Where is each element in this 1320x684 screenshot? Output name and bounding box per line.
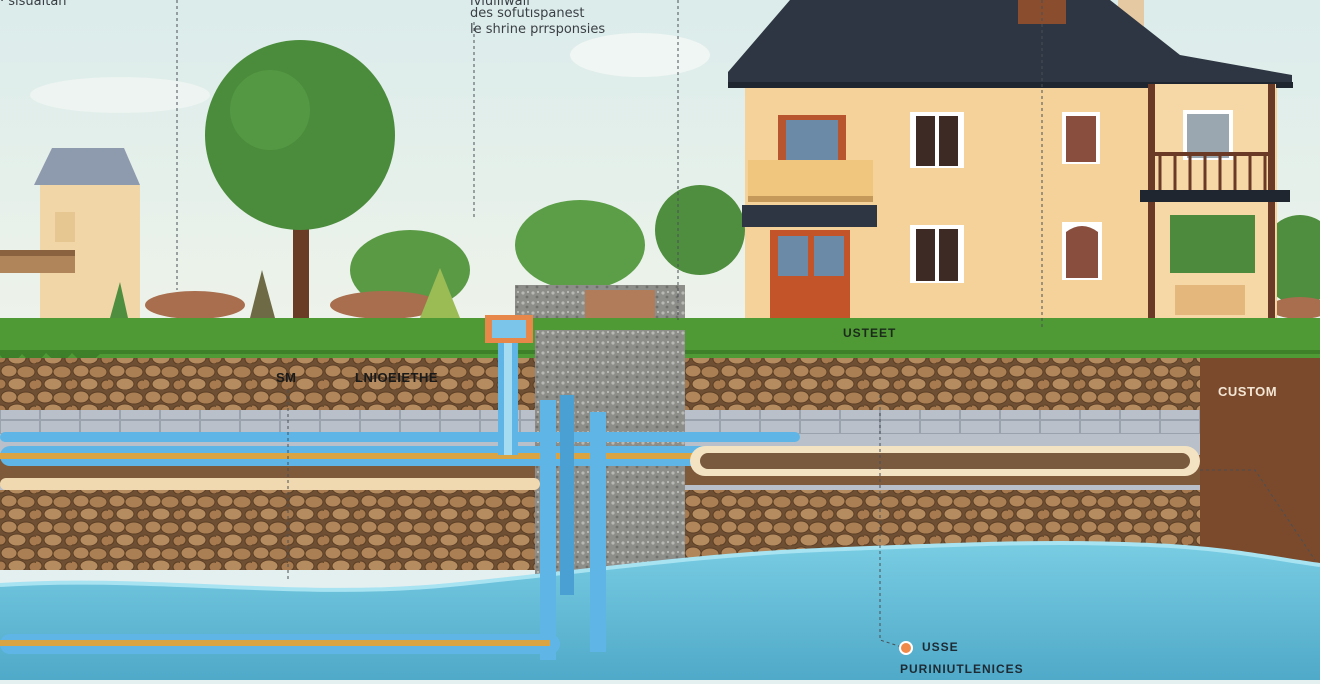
soil-label-layer: LNIOEIETHE xyxy=(355,370,439,385)
soil-right xyxy=(1200,358,1320,568)
top-center-caption-3: le shrine prrsponsies xyxy=(470,22,606,37)
cloud xyxy=(30,77,210,113)
water-label-1: USSE xyxy=(922,640,959,654)
ground-label: USTEET xyxy=(843,326,897,340)
custom-label: CUSTOM xyxy=(1218,384,1278,399)
water-label-2: PURINIUTLENICES xyxy=(900,662,1024,676)
left-building xyxy=(0,148,140,320)
house xyxy=(728,0,1293,320)
top-center-caption-2: des sofutıspanest xyxy=(470,6,585,21)
leader-lines xyxy=(176,0,1316,649)
cloud xyxy=(570,33,710,77)
top-center-caption-1: ıvıuılıwaıı xyxy=(470,0,530,9)
pipe-network xyxy=(0,315,1200,660)
tree xyxy=(205,40,395,320)
sign-board xyxy=(585,290,655,320)
top-left-caption: · sisuaitah xyxy=(0,0,67,9)
water-surface xyxy=(0,540,1320,592)
soil-label-sm: SM xyxy=(276,370,297,385)
marker-dot xyxy=(899,641,913,655)
